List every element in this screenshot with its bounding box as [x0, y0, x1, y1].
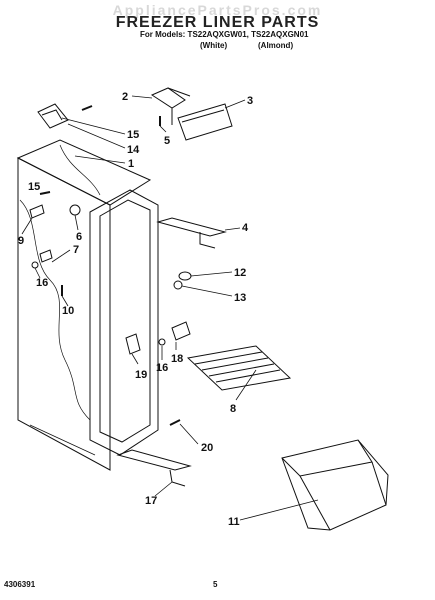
part-9-clip: [29, 204, 45, 219]
part-15-screw-left: [39, 191, 51, 195]
part-15-screw-top: [81, 105, 93, 111]
part-2-bracket: [150, 87, 191, 125]
callout-11: 11: [228, 516, 240, 528]
part-8-wire-shelf: [186, 345, 292, 391]
callout-20: 20: [201, 442, 213, 454]
callout-19: 19: [135, 369, 147, 381]
callout-12: 12: [234, 267, 246, 279]
callout-15-top: 15: [127, 129, 139, 141]
callout-2: 2: [122, 91, 128, 103]
page-number: 5: [213, 580, 218, 589]
variant-white: (White): [200, 41, 228, 50]
part-20-screw: [169, 419, 181, 426]
callouts: 1 2 3 4 5 6 7 8 9 10 11 12 13 14 15 15 1…: [18, 91, 253, 528]
watermark: AppliancePartsPros.com: [112, 2, 323, 18]
part-17-rail: [116, 449, 192, 487]
callout-14: 14: [127, 144, 140, 156]
callout-6: 6: [76, 231, 82, 243]
freezer-liner: [16, 139, 159, 471]
part-16-screw-left: [31, 261, 39, 269]
callout-5: 5: [164, 135, 170, 147]
callout-4: 4: [242, 222, 249, 234]
callout-3: 3: [247, 95, 253, 107]
diagram-title: FREEZER LINER PARTS: [115, 14, 320, 31]
part-19-bracket: [125, 333, 141, 355]
callout-9: 9: [18, 235, 24, 247]
part-4-rail: [156, 217, 227, 249]
models-line: For Models: TS22AQXGW01, TS22AQXGN01: [140, 30, 309, 39]
callout-8: 8: [230, 403, 236, 415]
part-16-screw-right: [158, 338, 166, 346]
part-6-grommet: [69, 204, 81, 216]
part-7-clip: [39, 249, 53, 263]
variant-almond: (Almond): [258, 41, 294, 50]
callout-16-right: 16: [156, 362, 168, 374]
part-14-bracket: [37, 103, 69, 129]
callout-16-left: 16: [36, 277, 48, 289]
part-3-cover: [177, 103, 233, 141]
leader-lines: [21, 95, 319, 521]
part-12-bushing: [178, 271, 192, 281]
callout-18: 18: [171, 353, 183, 365]
callout-17: 17: [145, 495, 157, 507]
callout-15-left: 15: [28, 181, 40, 193]
callout-1: 1: [128, 158, 134, 170]
callout-10: 10: [62, 305, 74, 317]
callout-7: 7: [73, 244, 79, 256]
document-number: 4306391: [4, 580, 36, 589]
part-13-roller: [173, 280, 183, 290]
part-11-bin: [281, 439, 389, 531]
callout-13: 13: [234, 292, 246, 304]
part-18-support: [171, 321, 191, 341]
